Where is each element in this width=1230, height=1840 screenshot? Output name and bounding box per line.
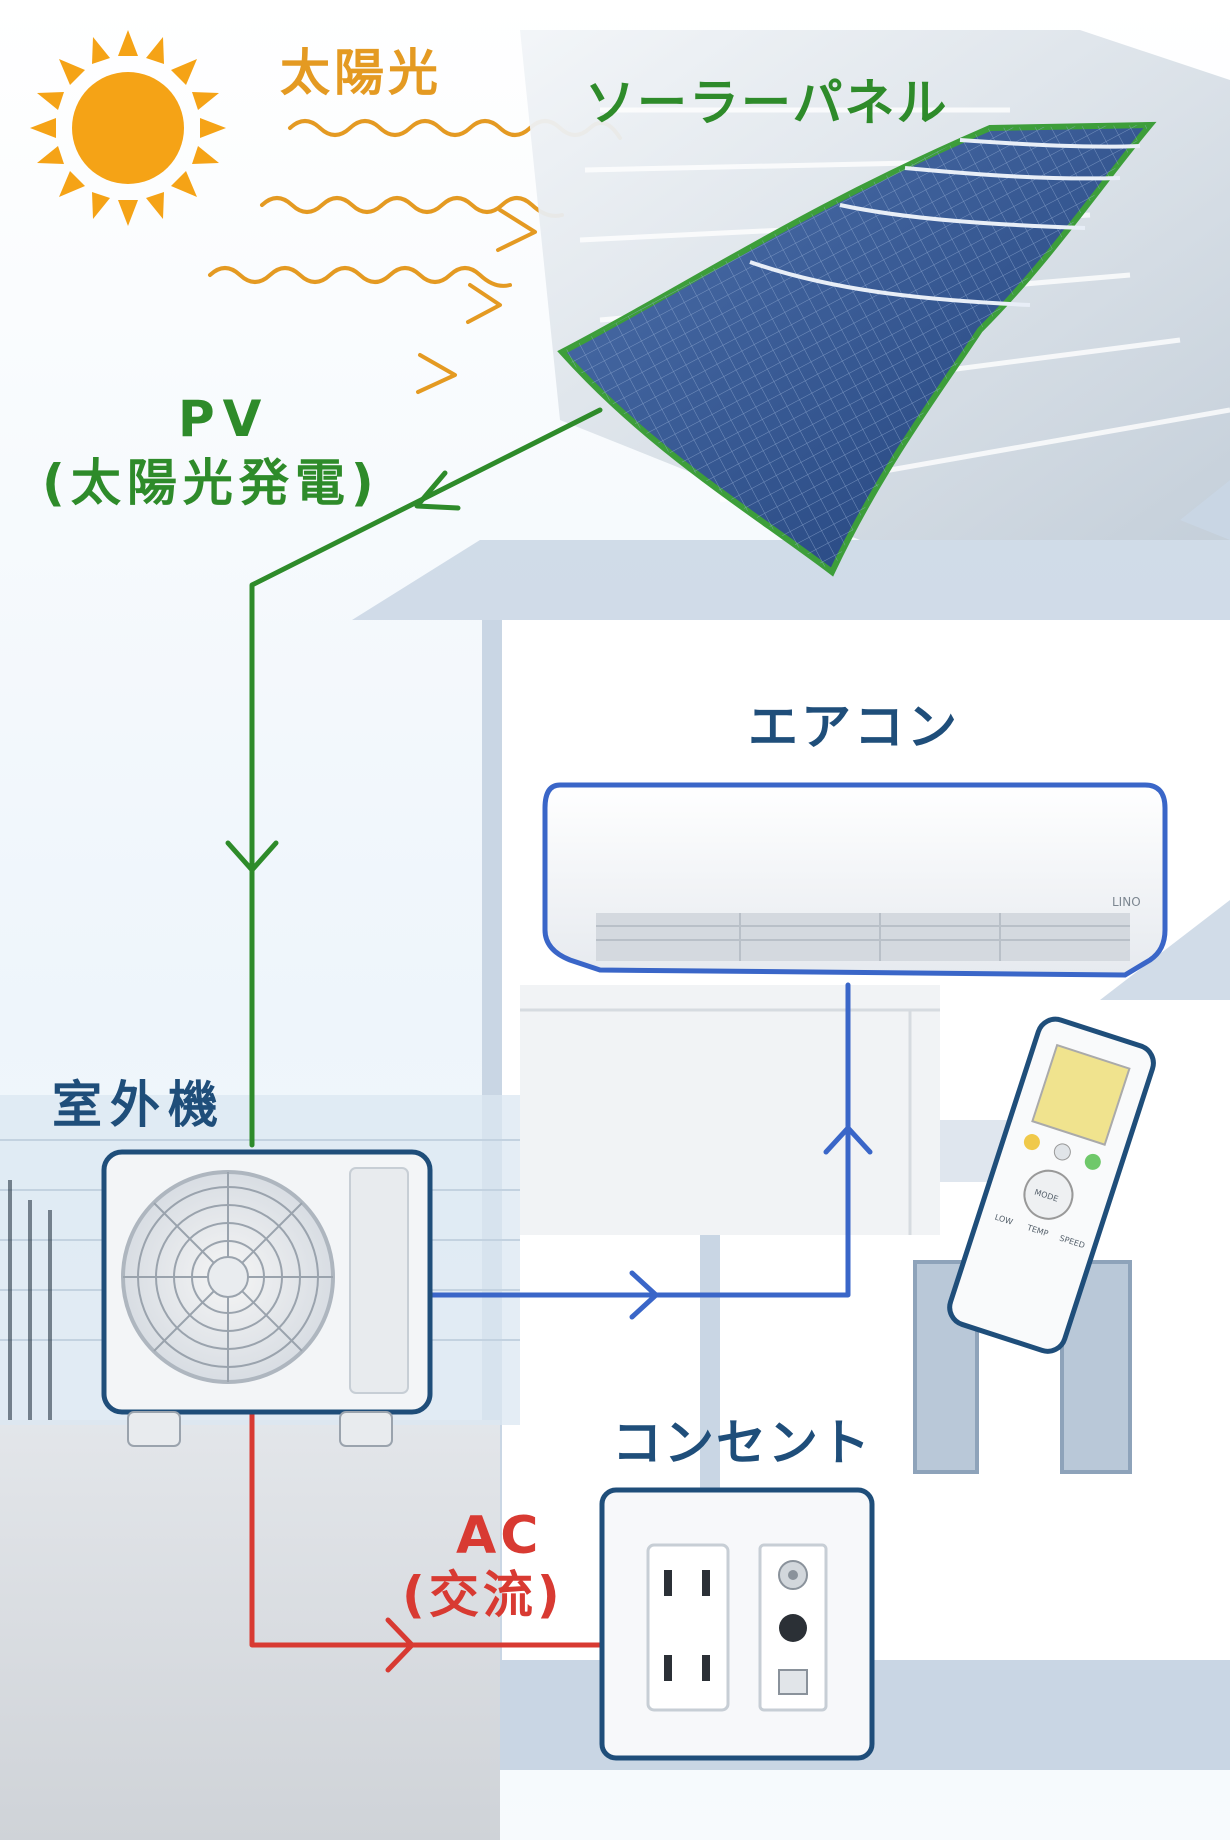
wall-outlet-icon bbox=[599, 1487, 875, 1761]
solar-panel-icon bbox=[520, 30, 1230, 577]
outlet-label: コンセント bbox=[612, 1414, 872, 1472]
air-conditioner-icon bbox=[542, 782, 1168, 978]
sun-icon bbox=[30, 30, 226, 226]
unit-line bbox=[427, 982, 873, 1320]
ac-line bbox=[249, 1409, 603, 1673]
air-conditioner-label: エアコン bbox=[748, 698, 960, 756]
ac-sublabel: (交流) bbox=[402, 1566, 564, 1624]
sunlight-label: 太陽光 bbox=[280, 44, 442, 102]
pv-label: PV bbox=[178, 390, 270, 448]
pv-line bbox=[225, 407, 603, 1148]
aircon-brand-label: LINO bbox=[1112, 895, 1141, 909]
outdoor-unit-label: 室外機 bbox=[52, 1076, 226, 1134]
pv-sublabel: (太陽光発電) bbox=[42, 454, 380, 512]
outdoor-unit-icon bbox=[101, 1149, 433, 1447]
ac-label: AC bbox=[456, 1506, 543, 1566]
solar-panel-label: ソーラーパネル bbox=[585, 74, 949, 132]
